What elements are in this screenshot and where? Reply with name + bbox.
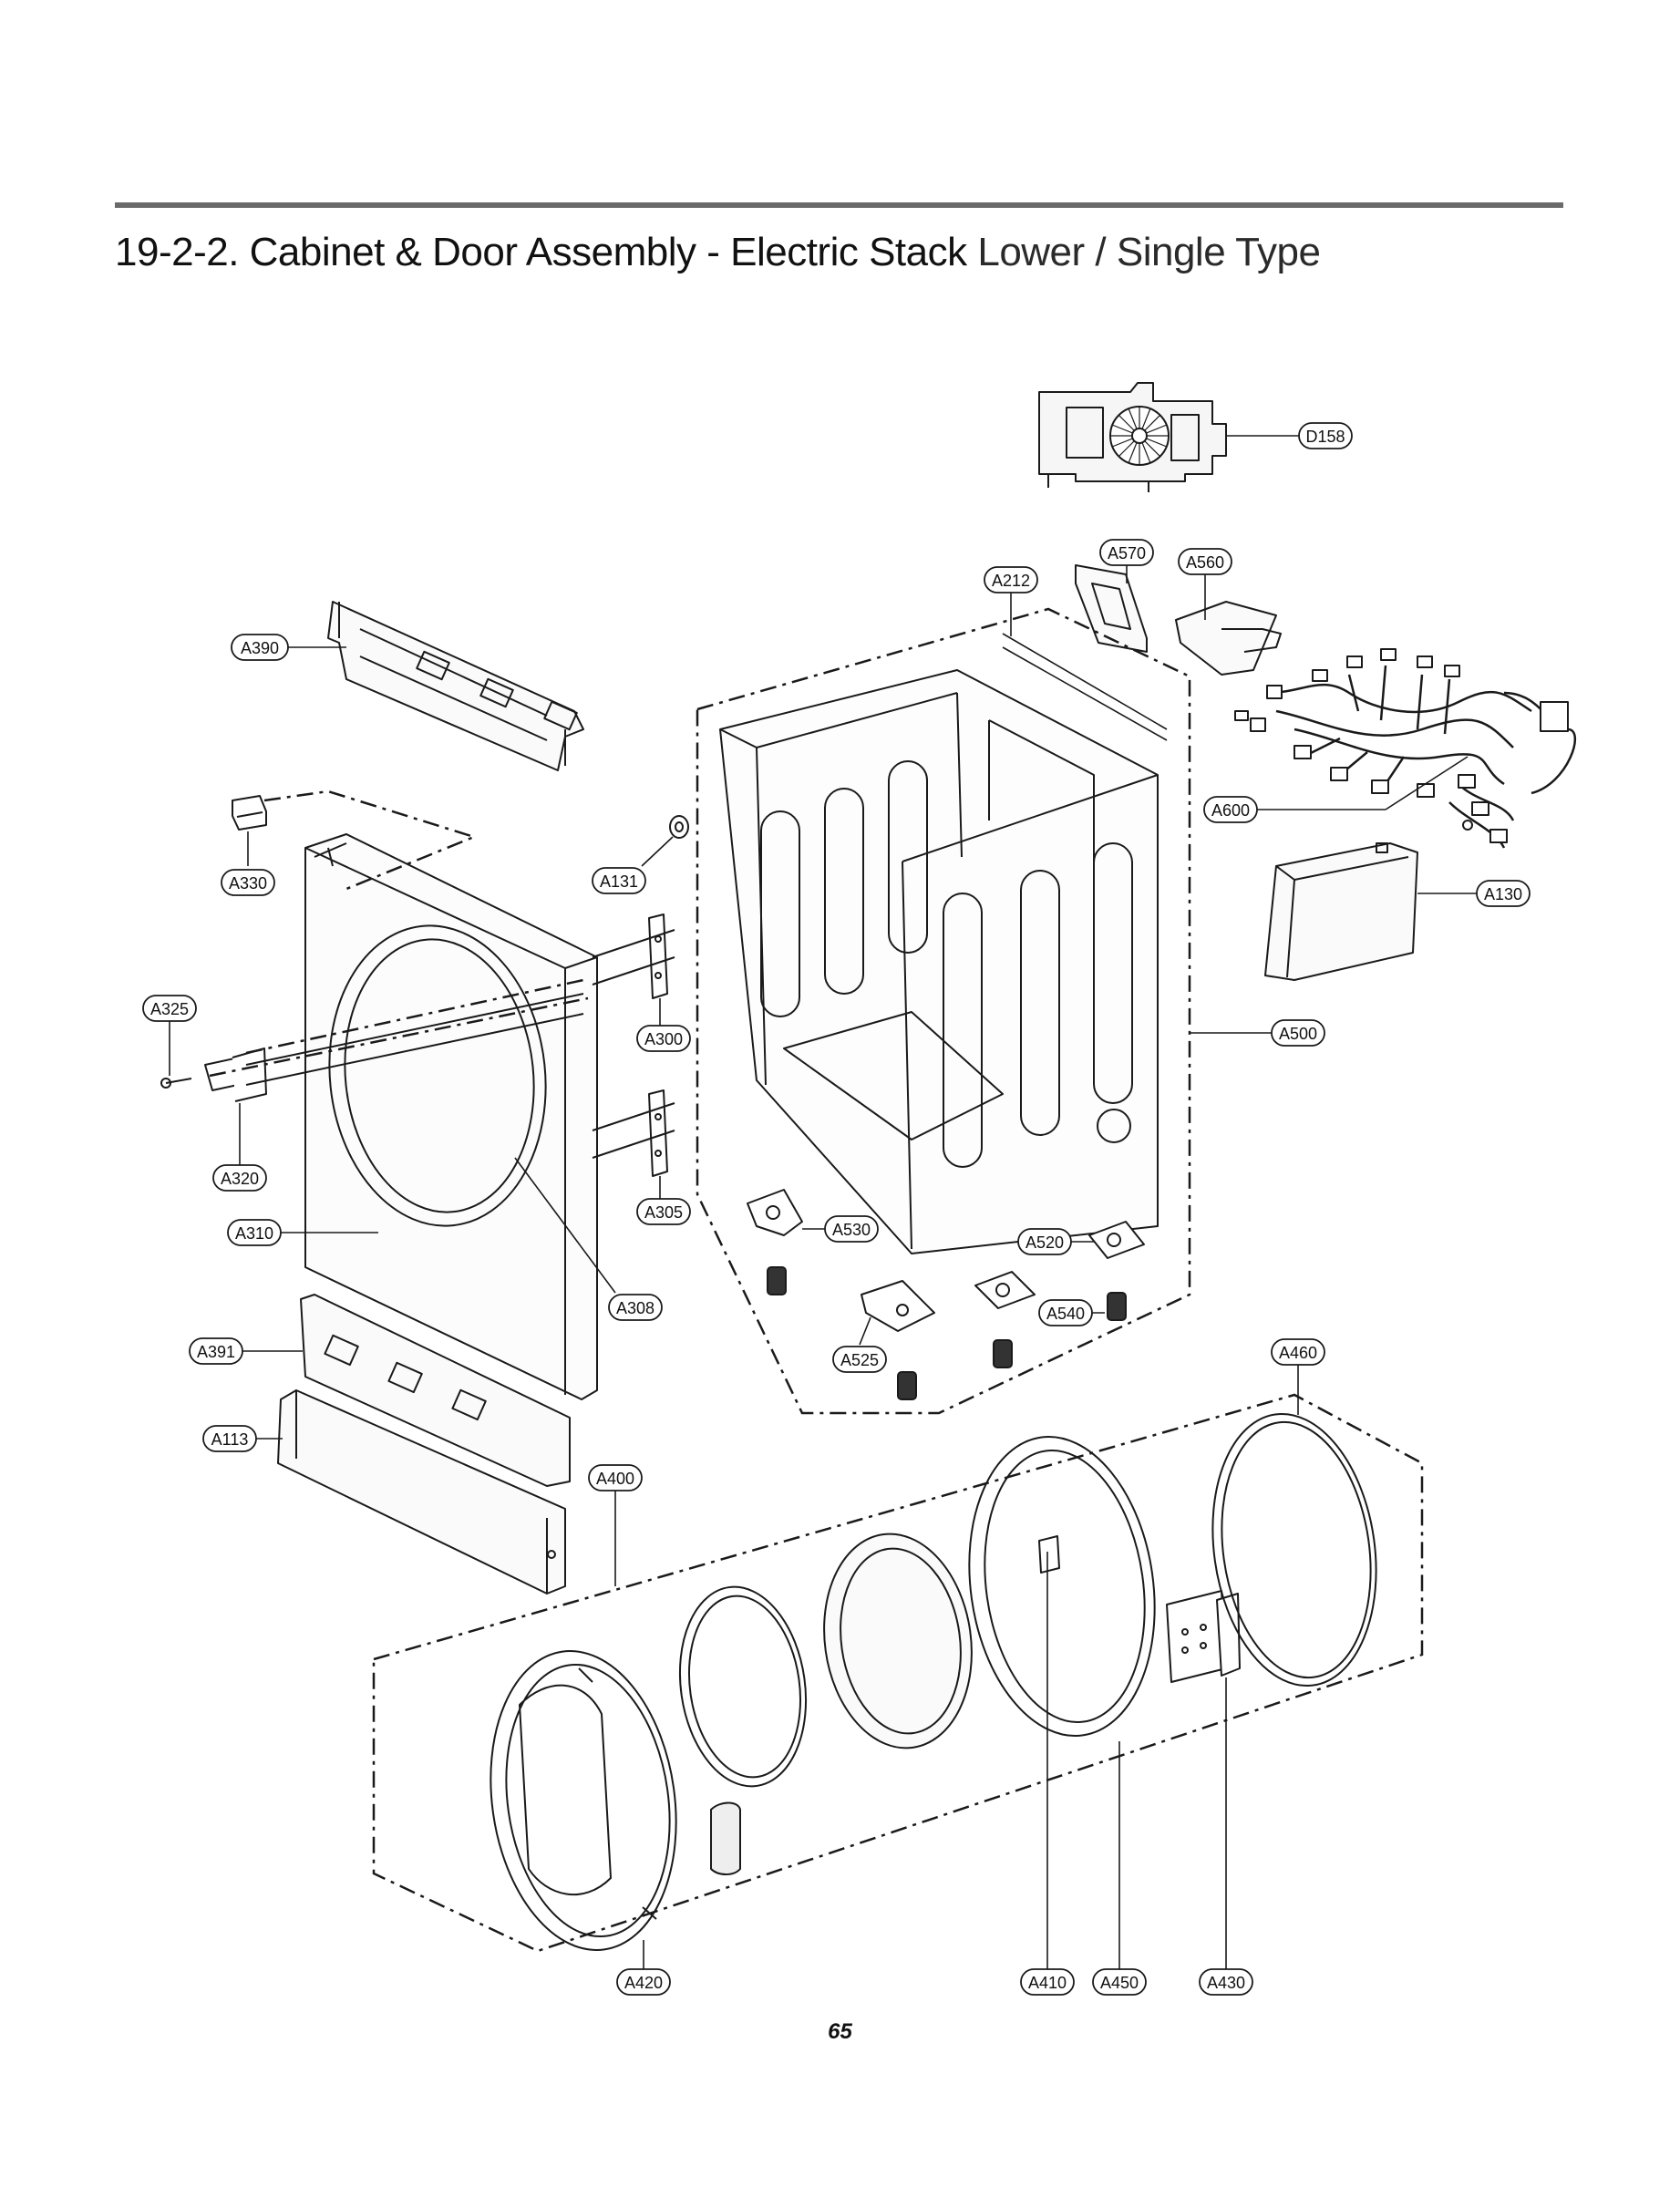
callout-a400[interactable]: A400 [588,1464,643,1491]
callout-a525[interactable]: A525 [832,1346,887,1373]
leg-bracket-a530-drawing [747,1189,803,1236]
callout-a500[interactable]: A500 [1271,1019,1325,1047]
callout-a420[interactable]: A420 [616,1968,671,1996]
callout-a390-text: A390 [241,639,279,657]
title-main: Cabinet & Door Assembly - Electric Stack [249,230,967,274]
door-glass-drawing [823,1533,973,1749]
door-inner-a410-drawing [968,1436,1156,1737]
callout-a330-text: A330 [229,874,267,893]
callout-d158[interactable]: D158 [1298,422,1353,449]
callout-a430-text: A430 [1207,1974,1245,1992]
callout-a400-text: A400 [596,1470,634,1488]
leg-bracket-a520-drawing [1088,1221,1145,1259]
switch-a330-drawing [232,795,267,831]
callout-a540[interactable]: A540 [1038,1299,1093,1326]
roller-a131-drawing [669,815,689,839]
callout-a300-text: A300 [644,1030,683,1048]
door-outer-a420-drawing [490,1650,677,1951]
callout-a450[interactable]: A450 [1092,1968,1147,1996]
harness-connectors-drawing [1234,648,1569,843]
hinge-a300-drawing [592,913,675,999]
callout-a330[interactable]: A330 [221,869,275,896]
callout-a460-text: A460 [1279,1344,1317,1362]
callout-a308-text: A308 [616,1299,654,1317]
title-suffix: Lower / Single Type [977,230,1321,274]
callout-d158-text: D158 [1305,428,1345,446]
screw-a325-drawing [160,1078,192,1089]
front-panel-a310-drawing [304,833,598,1400]
duct-a560-drawing [1175,601,1282,676]
callout-a450-text: A450 [1100,1974,1139,1992]
bottom-bracket-a391-drawing [300,1294,571,1487]
callout-a525-text: A525 [840,1351,879,1369]
leg-bracket-a540-drawing [974,1271,1036,1309]
leg-bracket-a525-drawing [861,1280,935,1332]
callout-a390[interactable]: A390 [231,634,289,661]
header-rule [115,202,1563,208]
door-handle-drawing [710,1801,741,1875]
callout-a560-text: A560 [1186,553,1224,572]
callout-a113-text: A113 [211,1430,249,1449]
callout-a305-text: A305 [644,1203,683,1222]
bracket-a570-drawing [1075,564,1148,653]
callout-a530-text: A530 [832,1221,871,1239]
callout-a113[interactable]: A113 [202,1425,257,1452]
door-gasket-a460-drawing [1211,1412,1377,1687]
cabinet-body-drawing [719,669,1159,1254]
callout-a460[interactable]: A460 [1271,1338,1325,1366]
kick-panel-a113-drawing [277,1389,566,1595]
callout-a420-text: A420 [624,1974,663,1992]
callout-a391[interactable]: A391 [189,1337,243,1365]
leader-a131 [641,836,674,867]
switch-guide [263,790,478,891]
callout-a130[interactable]: A130 [1476,880,1531,907]
callout-a600[interactable]: A600 [1203,796,1258,823]
hinge-a305-drawing [592,1089,675,1177]
callout-a325[interactable]: A325 [142,995,197,1022]
callout-a300[interactable]: A300 [636,1025,691,1052]
leader-a212-bar [1002,633,1168,741]
callout-a308[interactable]: A308 [608,1294,663,1321]
section-number: 19-2-2. [115,230,239,274]
top-bracket-a390-drawing [327,601,584,771]
callout-a570[interactable]: A570 [1099,539,1154,566]
wire-harness-drawing [1266,665,1577,849]
callout-a131[interactable]: A131 [592,867,646,894]
callout-a310[interactable]: A310 [227,1219,282,1246]
callout-a570-text: A570 [1108,544,1146,562]
page-number: 65 [828,2019,852,2044]
callout-a320-text: A320 [221,1170,259,1188]
callout-a430[interactable]: A430 [1199,1968,1253,1996]
callout-a500-text: A500 [1279,1025,1317,1043]
door-glass-gasket-drawing [678,1585,808,1788]
callout-a131-text: A131 [600,872,638,891]
callout-a520[interactable]: A520 [1017,1228,1072,1255]
hinge-a430-drawing [1166,1590,1241,1683]
callout-a391-text: A391 [197,1343,235,1361]
callout-a600-text: A600 [1211,801,1250,820]
callout-a212-text: A212 [992,572,1030,590]
callout-a410[interactable]: A410 [1020,1968,1075,1996]
control-board-drawing [1038,382,1227,492]
callout-a530[interactable]: A530 [824,1215,879,1243]
levelling-feet-drawing [767,1266,1127,1400]
page-title: 19-2-2. Cabinet & Door Assembly - Electr… [115,230,1321,275]
callout-a520-text: A520 [1026,1233,1064,1252]
front-panel-guide [209,978,589,1078]
callout-a540-text: A540 [1046,1305,1085,1323]
leader-a600b [1385,756,1469,810]
callout-a320[interactable]: A320 [212,1164,267,1192]
door-group-boundary [372,1393,1424,1953]
callout-a410-text: A410 [1028,1974,1067,1992]
callout-a212[interactable]: A212 [984,566,1038,593]
callout-a130-text: A130 [1484,885,1522,903]
leader-a525 [859,1316,871,1346]
callout-a310-text: A310 [235,1224,273,1243]
leader-a308 [514,1157,616,1294]
cover-a130-drawing [1264,842,1418,981]
callout-a560[interactable]: A560 [1178,548,1232,575]
callout-a305[interactable]: A305 [636,1198,691,1225]
callout-a325-text: A325 [150,1000,189,1018]
